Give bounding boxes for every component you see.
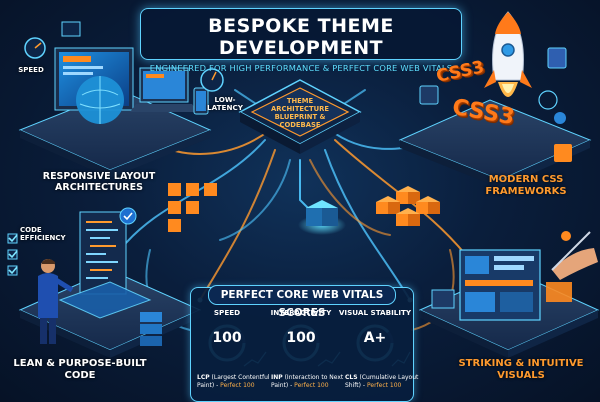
css-frameworks-platform	[398, 11, 592, 188]
cls-abbr: CLS	[345, 374, 358, 381]
code-efficiency-label: CODE EFFICIENCY	[20, 226, 66, 243]
metric-interactivity-score: 100	[286, 330, 316, 346]
server-tower	[306, 200, 338, 226]
page-subtitle: ENGINEERED FOR HIGH PERFORMANCE & PERFEC…	[149, 63, 453, 73]
inp-abbr: INP	[271, 374, 283, 381]
metric-interactivity-heading: INTERACTIVITY	[270, 308, 332, 317]
inp-result: Perfect 100	[294, 381, 329, 389]
metric-lcp-description: LCP (Largest Contentful Paint) - Perfect…	[197, 374, 271, 389]
core-web-vitals-panel	[190, 287, 414, 402]
low-latency-label: LOW-LATENCY	[207, 95, 243, 113]
lcp-desc: (Largest Contentful Paint) -	[197, 374, 270, 389]
speed-label: SPEED	[18, 66, 44, 74]
lean-code-label: LEAN & PURPOSE-BUILT CODE	[13, 358, 147, 381]
metric-inp-description: INP (Interaction to Next Paint) - Perfec…	[271, 374, 345, 389]
striking-visuals-label: STRIKING & INTUITIVE VISUALS	[458, 358, 584, 381]
code-blocks-right	[376, 186, 440, 226]
vitals-title: PERFECT CORE WEB VITALS SCORES	[208, 285, 396, 319]
responsive-label: RESPONSIVE LAYOUT ARCHITECTURES	[42, 171, 156, 193]
lcp-abbr: LCP	[197, 374, 210, 381]
responsive-devices-platform	[18, 21, 212, 178]
cls-desc: (Cumulative Layout Shift) -	[345, 374, 419, 389]
developer-platform	[7, 207, 202, 358]
metric-speed-score: 100	[212, 330, 242, 346]
lcp-result: Perfect 100	[220, 381, 255, 389]
code-blocks-left	[168, 183, 217, 232]
title-banner: BESPOKE THEME DEVELOPMENT ENGINEERED FOR…	[140, 8, 462, 73]
metric-visual-stability-heading: VISUAL STABILITY	[338, 308, 412, 317]
latency-gauge	[200, 68, 224, 92]
metric-visual-stability-score: A+	[363, 330, 387, 346]
metric-cls-description: CLS (Cumulative Layout Shift) - Perfect …	[345, 374, 419, 389]
modern-css-label: MODERN CSS FRAMEWORKS	[485, 174, 567, 197]
cpu-label: THEME ARCHITECTURE BLUEPRINT & CODEBASE	[271, 97, 329, 130]
designer-platform	[418, 231, 600, 358]
inp-desc: (Interaction to Next Paint) -	[271, 374, 344, 389]
metric-speed-heading: SPEED	[213, 308, 241, 317]
cls-result: Perfect 100	[366, 381, 402, 389]
page-title: BESPOKE THEME DEVELOPMENT	[208, 15, 394, 59]
cpu-chip	[238, 79, 362, 154]
